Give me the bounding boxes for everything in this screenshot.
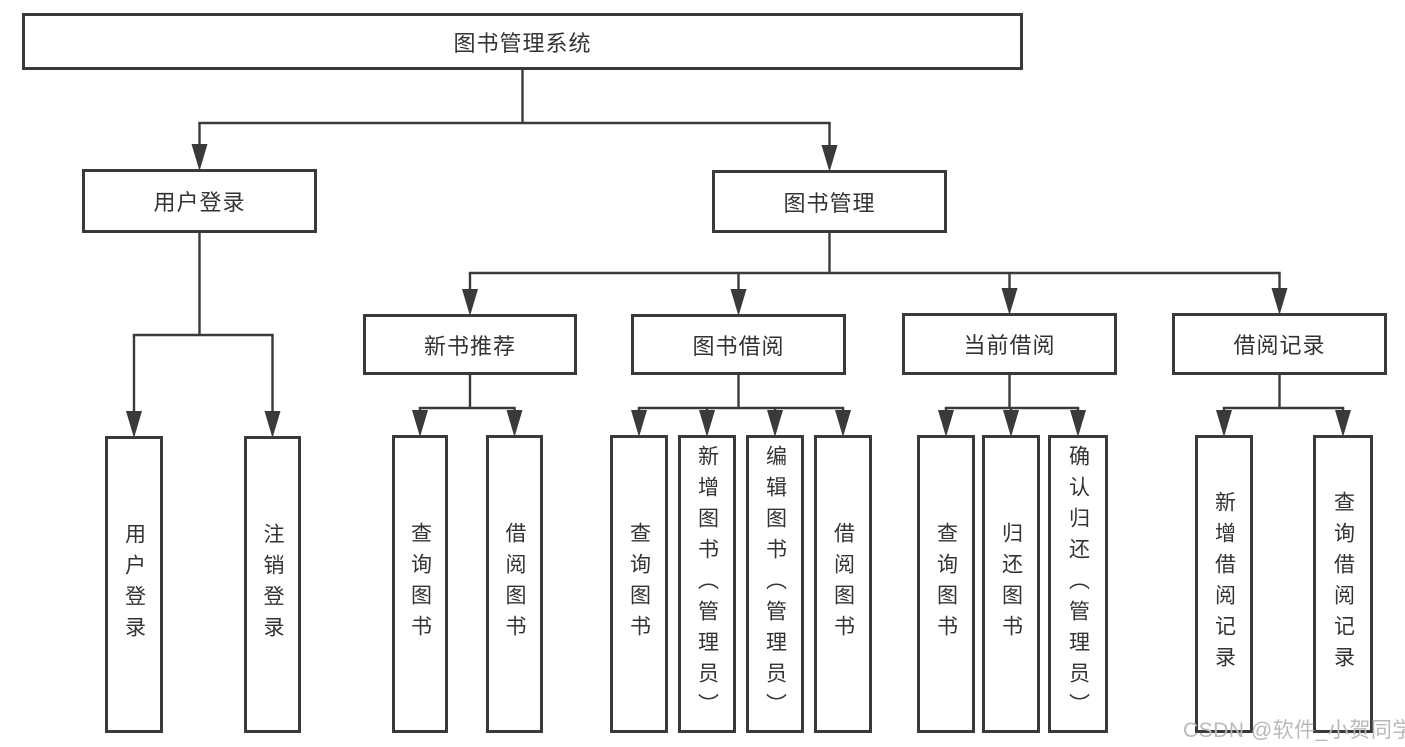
arrowhead-down-icon <box>730 289 747 316</box>
arrowhead-down-icon <box>938 410 954 437</box>
arrowhead-down-icon <box>506 410 523 437</box>
diagram-node-label: 用户登录 <box>122 522 146 647</box>
arrowhead-down-icon <box>1001 288 1018 315</box>
diagram-node-book-mgmt: 图书管理 <box>712 170 947 233</box>
diagram-node-label: 新增借阅记录 <box>1212 491 1236 677</box>
diagram-node-leaf-borrow-book-1: 借阅图书 <box>486 435 543 733</box>
diagram-node-book-borrow: 图书借阅 <box>631 314 846 375</box>
diagram-node-current-borrow: 当前借阅 <box>902 313 1117 375</box>
arrowhead-down-icon <box>835 410 851 437</box>
diagram-node-leaf-add-book: 新增图书（管理员） <box>678 435 736 733</box>
watermark-text: CSDN @软件_小贺同学 <box>1183 719 1405 742</box>
diagram-node-leaf-query-book-2: 查询图书 <box>610 435 668 733</box>
diagram-node-leaf-edit-book: 编辑图书（管理员） <box>746 435 804 733</box>
diagram-node-label: 确认归还（管理员） <box>1066 444 1090 724</box>
arrowhead-down-icon <box>412 410 428 437</box>
diagram-node-label: 图书借阅 <box>692 333 785 359</box>
diagram-node-root: 图书管理系统 <box>22 13 1023 70</box>
diagram-node-label: 查询图书 <box>408 522 432 646</box>
diagram-node-leaf-query-record: 查询借阅记录 <box>1313 435 1373 733</box>
diagram-node-label: 新增图书（管理员） <box>695 444 719 724</box>
arrowhead-down-icon <box>1335 410 1351 437</box>
diagram-node-leaf-query-book-1: 查询图书 <box>392 435 448 733</box>
arrowhead-down-icon <box>699 410 715 437</box>
arrowhead-down-icon <box>264 411 281 438</box>
diagram-node-label: 借阅图书 <box>831 522 855 646</box>
diagram-node-label: 借阅图书 <box>503 522 526 646</box>
diagram-node-label: 当前借阅 <box>963 333 1056 358</box>
diagram-node-label: 归还图书 <box>999 522 1023 646</box>
arrowhead-down-icon <box>126 411 142 438</box>
arrowhead-down-icon <box>821 145 838 172</box>
diagram-node-user-login: 用户登录 <box>82 169 317 233</box>
diagram-node-leaf-logout: 注销登录 <box>244 436 301 733</box>
diagram-node-label: 新书推荐 <box>423 333 516 359</box>
diagram-node-label: 图书管理 <box>783 190 876 216</box>
diagram-node-label: 编辑图书（管理员） <box>763 444 787 724</box>
diagram-node-label: 查询借阅记录 <box>1331 491 1355 677</box>
diagram-node-label: 借阅记录 <box>1233 333 1326 358</box>
arrowhead-down-icon <box>191 144 208 171</box>
diagram-node-label: 用户登录 <box>153 190 246 215</box>
diagram-node-label: 查询图书 <box>627 522 651 646</box>
arrowhead-down-icon <box>631 410 647 437</box>
diagram-node-leaf-borrow-book-2: 借阅图书 <box>814 435 872 733</box>
diagram-node-leaf-query-book-3: 查询图书 <box>917 435 975 733</box>
arrowhead-down-icon <box>462 289 478 316</box>
arrowhead-down-icon <box>767 410 783 437</box>
arrowhead-down-icon <box>1271 288 1288 315</box>
diagram-node-leaf-confirm-return: 确认归还（管理员） <box>1048 435 1108 733</box>
diagram-node-leaf-return-book: 归还图书 <box>982 435 1040 733</box>
diagram-node-label: 查询图书 <box>934 522 958 646</box>
diagram-node-leaf-user-login: 用户登录 <box>105 436 163 733</box>
diagram-node-borrow-records: 借阅记录 <box>1172 313 1387 375</box>
arrowhead-down-icon <box>1070 410 1086 437</box>
diagram-node-label: 图书管理系统 <box>453 30 592 56</box>
diagram-node-new-book-recommend: 新书推荐 <box>363 314 577 375</box>
diagram-node-leaf-add-record: 新增借阅记录 <box>1195 435 1253 733</box>
diagram-node-label: 注销登录 <box>261 522 284 647</box>
arrowhead-down-icon <box>1003 410 1019 437</box>
arrowhead-down-icon <box>1216 410 1232 437</box>
